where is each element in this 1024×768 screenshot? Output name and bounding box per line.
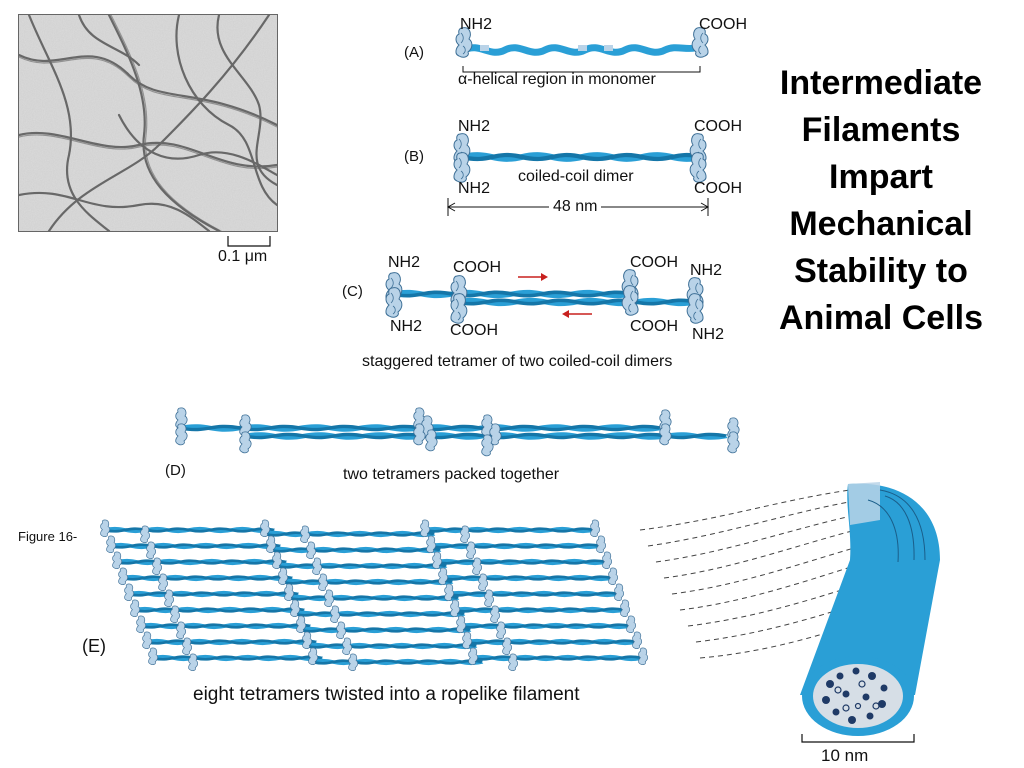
- panel-b-caption: coiled-coil dimer: [518, 168, 634, 185]
- panel-d-two-tetramers: [176, 407, 740, 457]
- panel-c-cooh-right-top: COOH: [630, 254, 678, 271]
- panel-c-cooh-mid-bottom: COOH: [450, 322, 498, 339]
- title-line-3: Impart: [829, 158, 933, 196]
- scale-label: 0.1 μm: [218, 248, 268, 265]
- filament-row: [100, 519, 601, 543]
- panel-a-nh2: NH2: [460, 16, 493, 33]
- electron-micrograph: [18, 14, 278, 232]
- filament-row: [112, 551, 613, 575]
- panel-c-tetramer: [385, 269, 704, 324]
- panel-a-caption: α-helical region in monomer: [458, 71, 656, 88]
- filament-cylinder: [800, 482, 940, 736]
- panel-a-label: (A): [404, 44, 424, 61]
- panel-e-caption: eight tetramers twisted into a ropelike …: [193, 684, 580, 705]
- filament-row: [148, 647, 649, 671]
- panel-c-nh2-right-bottom: NH2: [692, 326, 725, 343]
- panel-d-label: (D): [165, 462, 186, 479]
- title-line-6: Animal Cells: [778, 299, 984, 337]
- figure-label: Figure 16-: [18, 529, 78, 544]
- panel-c-nh2-left-top: NH2: [388, 254, 421, 271]
- panel-e-filament-sheet: [100, 519, 649, 671]
- title-line-2: Filaments: [801, 111, 961, 149]
- micrograph-filaments: [19, 15, 277, 231]
- filament-row: [106, 535, 607, 559]
- panel-b-cooh-bottom: COOH: [694, 180, 742, 197]
- arrow-left-icon: [562, 310, 592, 318]
- panel-c-label: (C): [342, 283, 363, 300]
- title-line-5: Stability to: [794, 252, 968, 290]
- arrow-right-icon: [518, 273, 548, 281]
- panel-e-diameter: 10 nm: [821, 746, 869, 765]
- panel-c-cooh-mid-top: COOH: [453, 259, 501, 276]
- filament-row: [136, 615, 637, 639]
- panel-b-nh2-top: NH2: [458, 118, 491, 135]
- scale-bar: [227, 236, 271, 247]
- filament-row: [142, 631, 643, 655]
- filament-row: [118, 567, 619, 591]
- panel-c-caption: staggered tetramer of two coiled-coil di…: [362, 353, 673, 370]
- diameter-bar: [801, 734, 915, 743]
- filament-row: [124, 583, 625, 607]
- panel-a-cooh: COOH: [699, 16, 747, 33]
- panel-c-nh2-left-bottom: NH2: [390, 318, 423, 335]
- panel-d-caption: two tetramers packed together: [343, 466, 560, 483]
- panel-b-length: 48 nm: [549, 198, 602, 216]
- panel-b-cooh-top: COOH: [694, 118, 742, 135]
- panel-b-label: (B): [404, 148, 424, 165]
- title-line-4: Mechanical: [789, 205, 973, 243]
- panel-c-nh2-right-top: NH2: [690, 262, 723, 279]
- slide-title: Intermediate Filaments Impart Mechanical…: [752, 60, 1010, 342]
- panel-c-cooh-right-bottom: COOH: [630, 318, 678, 335]
- title-line-1: Intermediate: [779, 64, 983, 102]
- filament-row: [130, 599, 631, 623]
- panel-b-nh2-bottom: NH2: [458, 180, 491, 197]
- panel-e-label: (E): [82, 636, 106, 656]
- panel-a-monomer: [455, 27, 709, 73]
